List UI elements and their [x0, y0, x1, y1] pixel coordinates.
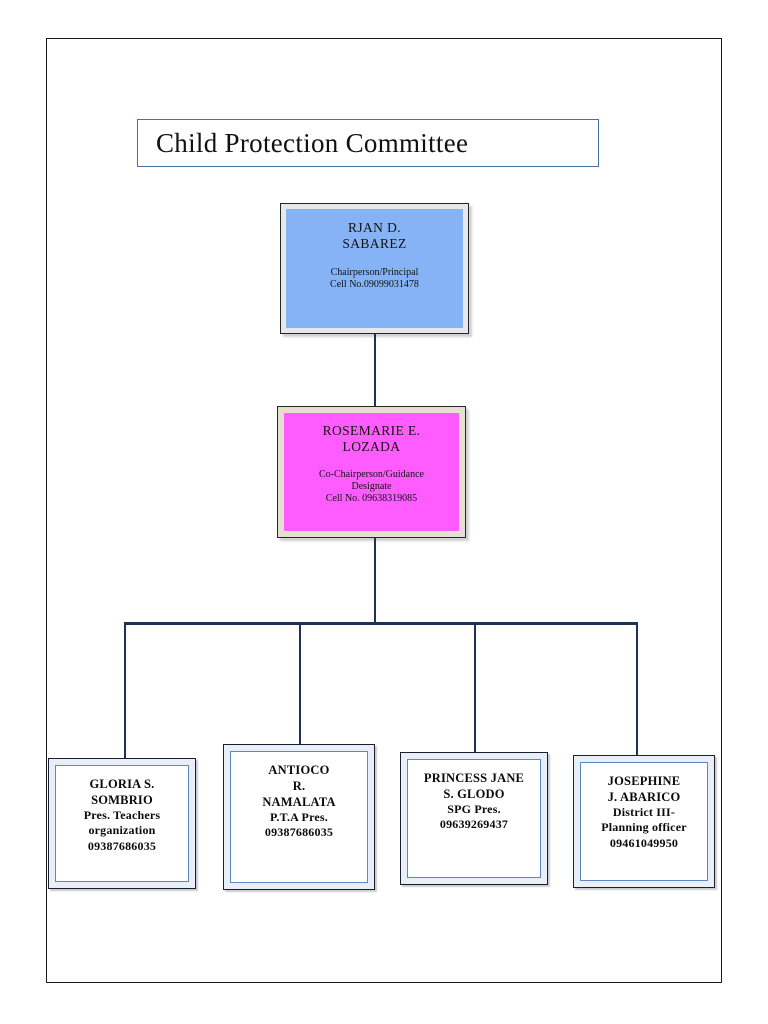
chairperson-name-line2: SABAREZ	[342, 236, 407, 252]
node-member-2-body: ANTIOCO R. NAMALATA P.T.A Pres. 09387686…	[230, 751, 368, 883]
node-co-chairperson-body: ROSEMARIE E. LOZADA Co-Chairperson/Guida…	[284, 413, 459, 531]
member-1-name-line1: GLORIA S.	[89, 777, 155, 791]
co-chairperson-name-line1: ROSEMARIE E.	[322, 423, 421, 438]
member-3-role-line1: SPG Pres.	[447, 802, 501, 816]
member-2-name-line2: R.	[292, 779, 306, 793]
page-title-box: Child Protection Committee	[137, 119, 599, 167]
member-4-name-line2: J. ABARICO	[607, 790, 681, 804]
node-member-1[interactable]: GLORIA S. SOMBRIO Pres. Teachers organiz…	[48, 758, 196, 889]
member-1-cell: 09387686035	[87, 838, 157, 853]
connector-drop-member-4	[636, 622, 639, 755]
member-4-cell: 09461049950	[609, 835, 679, 850]
member-2-name-line3: NAMALATA	[262, 795, 336, 809]
member-1-name-line2: SOMBRIO	[91, 793, 153, 807]
node-member-4-body: JOSEPHINE J. ABARICO District III- Plann…	[580, 762, 708, 881]
member-3-name-line1: PRINCESS JANE	[423, 771, 525, 785]
member-2-role-line1: P.T.A Pres.	[270, 810, 328, 824]
member-2-name-line1: ANTIOCO	[268, 763, 330, 777]
node-co-chairperson[interactable]: ROSEMARIE E. LOZADA Co-Chairperson/Guida…	[277, 406, 466, 538]
member-3-name-line2: S. GLODO	[443, 787, 505, 801]
node-chairperson-body: RJAN D. SABAREZ Chairperson/Principal Ce…	[286, 209, 463, 328]
connector-chairperson-to-cochairperson	[374, 334, 377, 406]
node-member-1-body: GLORIA S. SOMBRIO Pres. Teachers organiz…	[55, 765, 189, 882]
co-chairperson-name-line2: LOZADA	[342, 439, 401, 455]
node-member-2[interactable]: ANTIOCO R. NAMALATA P.T.A Pres. 09387686…	[223, 744, 375, 890]
connector-drop-member-1	[124, 622, 127, 759]
member-2-cell: 09387686035	[264, 825, 334, 840]
member-3-cell: 09639269437	[439, 817, 509, 832]
node-member-3[interactable]: PRINCESS JANE S. GLODO SPG Pres. 0963926…	[400, 752, 548, 885]
chairperson-name-line1: RJAN D.	[347, 220, 402, 235]
node-member-3-body: PRINCESS JANE S. GLODO SPG Pres. 0963926…	[407, 759, 541, 878]
member-4-role-line2: Planning officer	[601, 820, 687, 835]
connector-cochairperson-to-bus	[374, 538, 377, 625]
member-1-role-line2: organization	[88, 823, 156, 838]
co-chairperson-role-line1: Co-Chairperson/Guidance	[319, 468, 424, 480]
member-1-role-line1: Pres. Teachers	[83, 808, 161, 822]
node-member-4[interactable]: JOSEPHINE J. ABARICO District III- Plann…	[573, 755, 715, 888]
co-chairperson-cell: Cell No. 09638319085	[325, 492, 418, 504]
member-4-role-line1: District III-	[612, 805, 676, 819]
connector-drop-member-2	[299, 622, 302, 744]
document-border	[46, 38, 722, 983]
chairperson-role: Chairperson/Principal	[330, 266, 419, 278]
connector-horizontal-bus	[124, 622, 638, 625]
co-chairperson-role-line2: Designate	[351, 480, 392, 492]
node-chairperson[interactable]: RJAN D. SABAREZ Chairperson/Principal Ce…	[280, 203, 469, 334]
chairperson-cell: Cell No.09099031478	[330, 278, 419, 290]
member-4-name-line1: JOSEPHINE	[607, 774, 681, 788]
connector-drop-member-3	[474, 622, 477, 752]
page-title: Child Protection Committee	[156, 127, 469, 158]
